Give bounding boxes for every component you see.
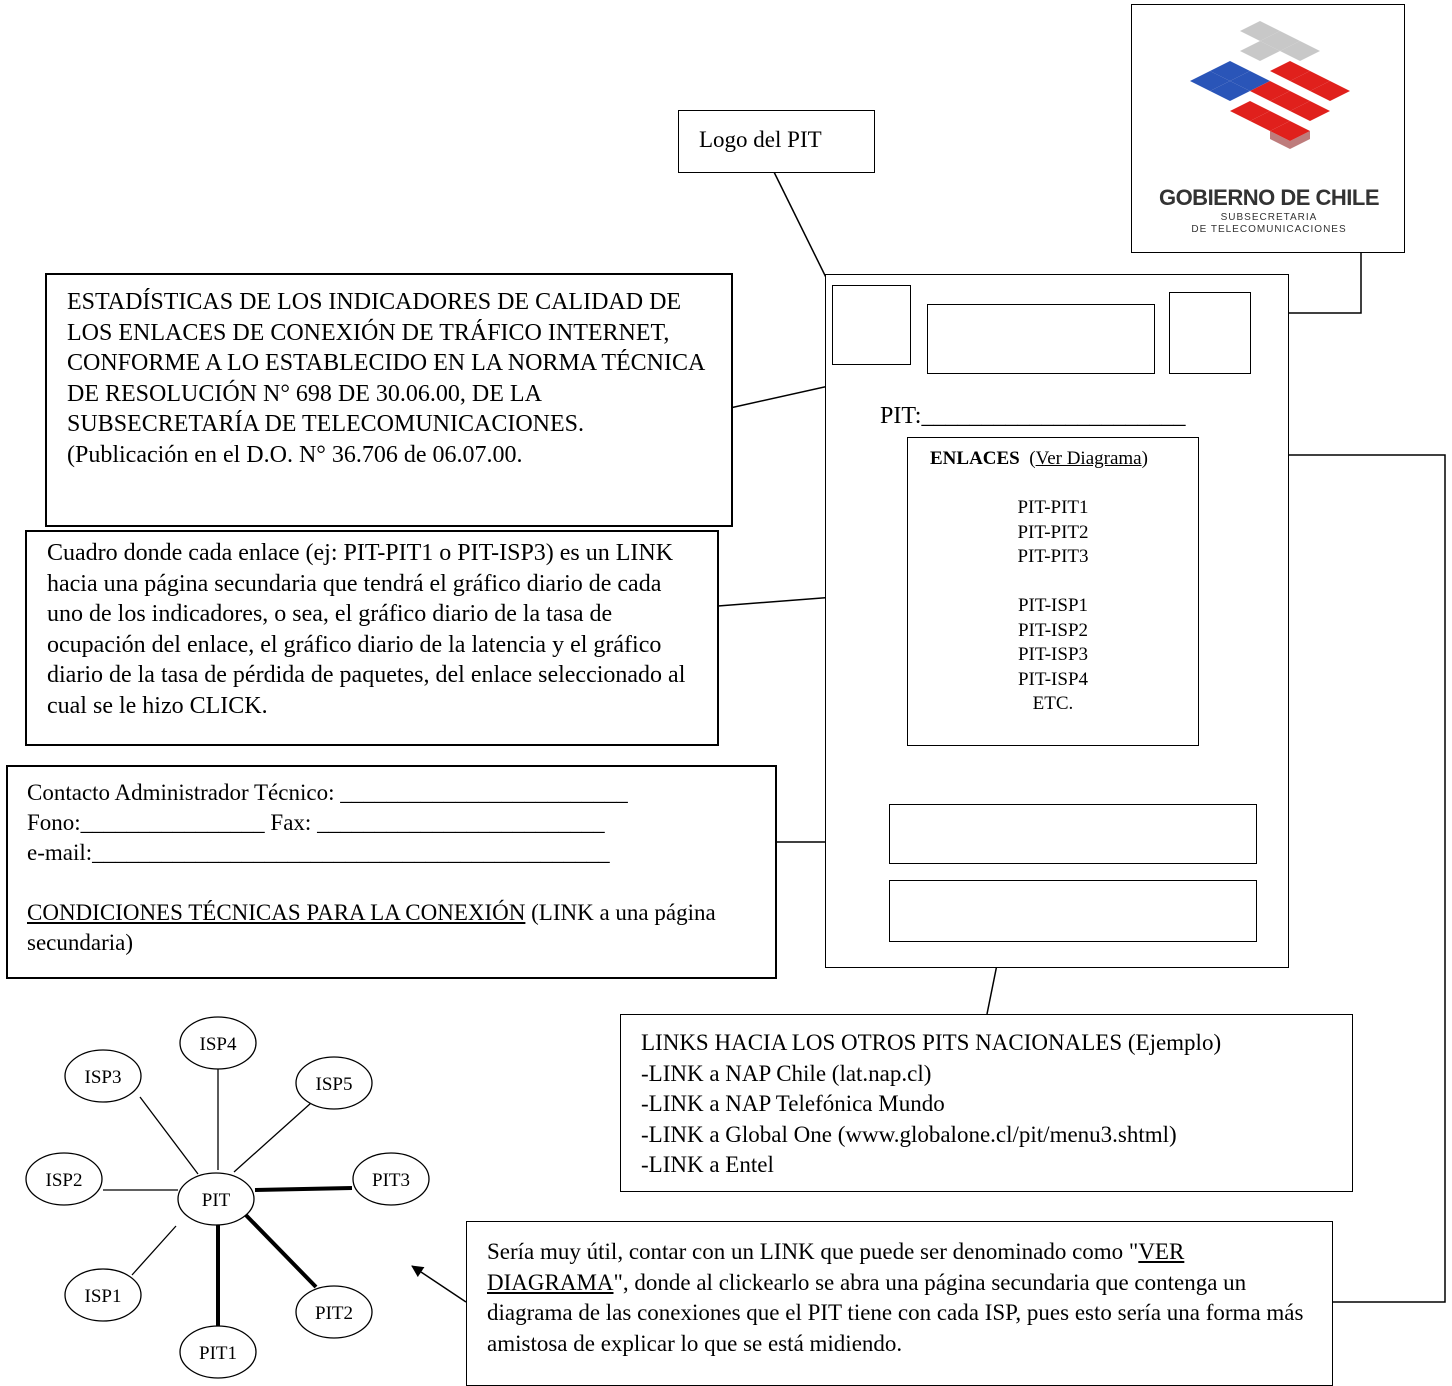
national-note-box: LINKS HACIA LOS OTROS PITS NACIONALES (E…	[620, 1014, 1353, 1192]
node-isp5: ISP5	[295, 1056, 373, 1110]
node-label: ISP2	[46, 1170, 83, 1191]
enlaces-list-isps: PIT-ISP1 PIT-ISP2 PIT-ISP3 PIT-ISP4 ETC.	[908, 595, 1198, 718]
gov-logo-subtitle-1: SUBSECRETARIA	[1220, 212, 1318, 223]
diagram-note-part1: Sería muy útil, contar con un LINK que p…	[487, 1239, 1139, 1264]
ver-diagrama-note-link[interactable]: VER DIAGRAMA	[487, 1239, 1185, 1295]
enlace-link[interactable]: PIT-PIT1	[1017, 497, 1089, 518]
node-label: ISP4	[200, 1034, 237, 1055]
node-label: ISP5	[316, 1074, 353, 1095]
edge-pit-isp5	[233, 1102, 312, 1173]
gov-logo-mark	[1190, 21, 1350, 149]
paren-close: )	[1141, 448, 1148, 469]
node-label: PIT	[202, 1190, 231, 1211]
conditions-link[interactable]: CONDICIONES TÉCNICAS PARA LA CONEXIÓN	[27, 900, 526, 925]
contact-phone-fax-line: Fono:________________ Fax: _____________…	[27, 810, 605, 835]
enlaces-box: ENLACES (Ver Diagrama) PIT-PIT1 PIT-PIT2…	[907, 437, 1199, 746]
contact-email-line: e-mail:_________________________________…	[27, 840, 610, 865]
enlaces-list-pits: PIT-PIT1 PIT-PIT2 PIT-PIT3	[908, 497, 1198, 571]
mockup-pit-label: PIT:______________________	[880, 403, 1186, 429]
node-pit2: PIT2	[295, 1285, 373, 1339]
links-note-box: Cuadro donde cada enlace (ej: PIT-PIT1 o…	[25, 530, 719, 746]
contact-note-box: Contacto Administrador Técnico: ________…	[6, 765, 777, 979]
ver-diagrama-link[interactable]: Ver Diagrama	[1035, 448, 1142, 469]
network-diagram: ISP4 ISP5 ISP3 ISP2 PIT3 ISP1 PIT2 PIT1	[25, 1016, 430, 1379]
national-link-item: -LINK a Entel	[641, 1152, 774, 1177]
enlaces-header: ENLACES (Ver Diagrama)	[930, 448, 1148, 470]
enlace-link[interactable]: ETC.	[1032, 693, 1074, 714]
stats-note-text: ESTADÍSTICAS DE LOS INDICADORES DE CALID…	[67, 289, 705, 468]
diagram-note-box: Sería muy útil, contar con un LINK que p…	[466, 1221, 1333, 1386]
enlace-link[interactable]: PIT-ISP4	[1017, 668, 1089, 690]
enlace-link[interactable]: PIT-ISP2	[1017, 619, 1089, 641]
edge-pit-pit2	[236, 1205, 318, 1289]
node-isp2: ISP2	[25, 1152, 103, 1206]
gov-logo-subtitle-2: DE TELECOMUNICACIONES	[1191, 224, 1347, 235]
node-isp1: ISP1	[64, 1268, 142, 1322]
enlaces-title: ENLACES	[930, 448, 1020, 469]
mockup-gov-logo-slot	[1169, 292, 1251, 374]
conditions-rest: (LINK a una página secundaria)	[27, 900, 716, 955]
mockup-pit-logo-slot	[832, 285, 911, 365]
node-pit1: PIT1	[179, 1325, 257, 1379]
node-isp3: ISP3	[64, 1049, 142, 1103]
enlace-link[interactable]: PIT-PIT3	[1017, 546, 1089, 567]
links-note-text: Cuadro donde cada enlace (ej: PIT-PIT1 o…	[47, 540, 686, 719]
node-label: ISP3	[85, 1067, 122, 1088]
node-pit-center: PIT	[177, 1172, 255, 1226]
national-link-item: -LINK a NAP Chile (lat.nap.cl)	[641, 1060, 932, 1086]
mockup-contact-slot	[889, 804, 1257, 864]
national-link-item: -LINK a NAP Telefónica Mundo	[641, 1091, 945, 1116]
paren-open: (	[1029, 448, 1036, 469]
national-note-heading: LINKS HACIA LOS OTROS PITS NACIONALES (E…	[641, 1030, 1222, 1055]
node-label: PIT1	[199, 1343, 237, 1364]
gov-logo-title: GOBIERNO DE CHILE	[1158, 185, 1380, 210]
enlace-link[interactable]: PIT-PIT2	[1017, 521, 1089, 543]
enlace-link[interactable]: PIT-ISP3	[1017, 644, 1089, 665]
diagram-note-part2: ", donde al clickearlo se abra una págin…	[487, 1269, 1304, 1356]
node-pit3: PIT3	[352, 1152, 430, 1206]
mockup-links-slot	[889, 880, 1257, 942]
node-label: ISP1	[85, 1286, 122, 1307]
national-link-item: -LINK a Global One (www.globalone.cl/pit…	[641, 1121, 1177, 1147]
logo-callout-label: Logo del PIT	[699, 127, 822, 152]
node-label: PIT2	[315, 1303, 353, 1324]
network-edges	[103, 1069, 353, 1328]
diagram-note-arrow	[1199, 449, 1446, 1303]
node-label: PIT3	[372, 1170, 410, 1191]
edge-pit-pit3	[254, 1186, 353, 1192]
contact-admin-line: Contacto Administrador Técnico: ________…	[27, 780, 628, 805]
edge-pit-isp1	[131, 1225, 177, 1276]
diagram-note-text: Sería muy útil, contar con un LINK que p…	[487, 1237, 1304, 1359]
diagram-note-to-network-arrow	[411, 1265, 467, 1303]
stats-note-box: ESTADÍSTICAS DE LOS INDICADORES DE CALID…	[45, 273, 733, 527]
edge-pit-isp3	[139, 1096, 199, 1175]
conditions-text: CONDICIONES TÉCNICAS PARA LA CONEXIÓN (L…	[27, 898, 775, 958]
enlace-link[interactable]: PIT-ISP1	[1017, 595, 1089, 616]
logo-callout-box: Logo del PIT	[678, 110, 875, 173]
node-isp4: ISP4	[179, 1016, 257, 1070]
gov-logo-box: GOBIERNO DE CHILE SUBSECRETARIA DE TELEC…	[1131, 4, 1405, 253]
mockup-title-slot	[927, 304, 1155, 374]
